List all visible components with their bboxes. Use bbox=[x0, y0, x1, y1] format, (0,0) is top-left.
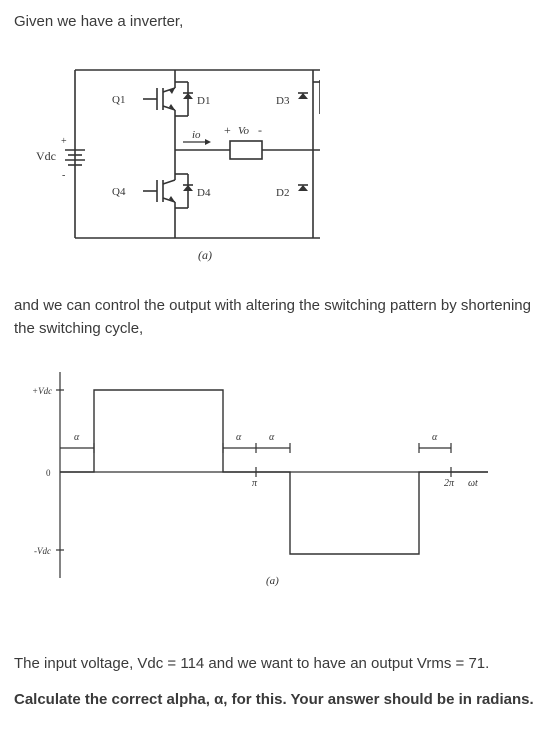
given-text: The input voltage, Vdc = 114 and we want… bbox=[14, 655, 490, 672]
intro-text: Given we have a inverter, bbox=[14, 13, 184, 30]
diode-label-d1: D1 bbox=[197, 95, 210, 107]
alpha-label-3: α bbox=[269, 432, 275, 443]
waveform-caption: (a) bbox=[266, 575, 279, 587]
source-plus: + bbox=[61, 136, 67, 147]
control-text-line1: and we can control the output with alter… bbox=[14, 297, 531, 314]
circuit-caption: (a) bbox=[198, 248, 212, 262]
output-waveform-diagram: +Vdc 0 -Vdc α α α α π 2π ωt (a) bbox=[32, 372, 488, 587]
y-label-minus-vdc: -Vdc bbox=[34, 546, 51, 556]
current-label: io bbox=[192, 129, 201, 141]
source-label: Vdc bbox=[36, 149, 56, 163]
output-voltage-label: Vo bbox=[238, 125, 250, 137]
alpha-label-2: α bbox=[236, 432, 242, 443]
diode-label-d3: D3 bbox=[276, 95, 290, 107]
switch-label-q4: Q4 bbox=[112, 186, 126, 198]
omega-t-label: ωt bbox=[468, 478, 478, 489]
two-pi-label: 2π bbox=[444, 478, 455, 489]
diode-label-d4: D4 bbox=[197, 187, 211, 199]
output-plus: + bbox=[224, 123, 231, 137]
diode-label-d2: D2 bbox=[276, 187, 289, 199]
y-label-plus-vdc: +Vdc bbox=[32, 386, 52, 396]
control-text-line2: the switching cycle, bbox=[14, 320, 144, 337]
control-text: and we can control the output with alter… bbox=[14, 294, 558, 340]
switch-label-q1: Q1 bbox=[112, 94, 125, 106]
alpha-label-1: α bbox=[74, 432, 80, 443]
source-minus: - bbox=[62, 170, 65, 181]
output-minus: - bbox=[258, 123, 262, 137]
alpha-label-4: α bbox=[432, 432, 438, 443]
y-label-zero: 0 bbox=[46, 468, 51, 478]
pi-label: π bbox=[252, 478, 258, 489]
inverter-circuit-diagram: Q1 Q3 Q4 Q2 D1 D3 D4 D2 io + Vo - Vdc + … bbox=[36, 69, 320, 262]
question-text: Calculate the correct alpha, α, for this… bbox=[14, 691, 534, 708]
